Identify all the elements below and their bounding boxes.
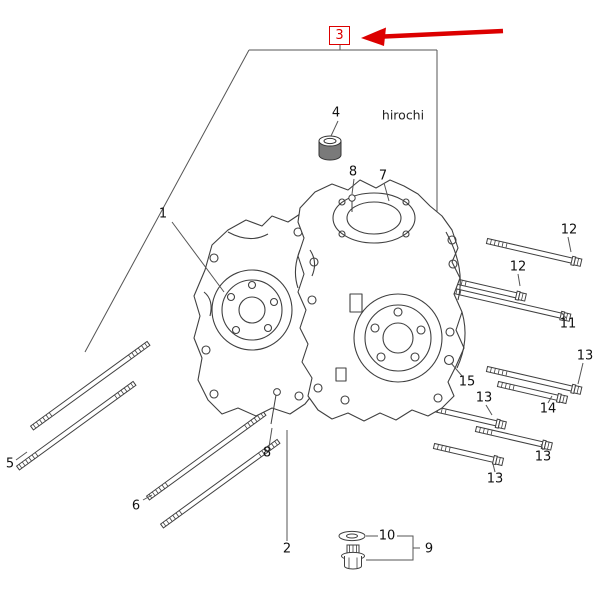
part-label-2: 2 (282, 541, 292, 557)
bolt-13d (432, 441, 505, 467)
assembly-boundary-lines (84, 45, 438, 353)
part-label-12a: 12 (560, 222, 578, 238)
leader-lines (15, 120, 584, 561)
part-label-1: 1 (158, 206, 168, 222)
part-label-7: 7 (378, 168, 388, 184)
part-label-8b: 8 (262, 445, 272, 461)
part-4-cap (318, 135, 342, 161)
part-8a-bolt (348, 194, 356, 212)
part-label-11: 11 (559, 316, 577, 332)
stud-6a (146, 410, 267, 501)
part-label-13d: 13 (486, 471, 504, 487)
part-label-4: 4 (331, 105, 341, 121)
part-8b-bolt (270, 388, 281, 425)
part-label-13a: 13 (576, 348, 594, 364)
bolt-13c (474, 424, 553, 452)
part-10-washer (338, 530, 366, 542)
part-label-13c: 13 (534, 449, 552, 465)
crankcase-right-half (297, 179, 466, 422)
part-label-10: 10 (378, 528, 396, 544)
crankcase-left-half (193, 213, 327, 417)
part-label-9: 9 (424, 541, 434, 557)
part-label-15: 15 (458, 374, 476, 390)
part-label-13b: 13 (475, 390, 493, 406)
callout-box-3: 3 (329, 26, 350, 45)
part-label-12b: 12 (509, 259, 527, 275)
part-label-8a: 8 (348, 164, 358, 180)
part-9-drain-bolt (341, 544, 365, 570)
part-label-14: 14 (539, 401, 557, 417)
watermark-text: hirochi (381, 107, 425, 123)
part-label-6: 6 (131, 498, 141, 514)
bolt-12a (485, 236, 583, 268)
part-label-5: 5 (5, 456, 15, 472)
callout-arrow (361, 27, 504, 46)
